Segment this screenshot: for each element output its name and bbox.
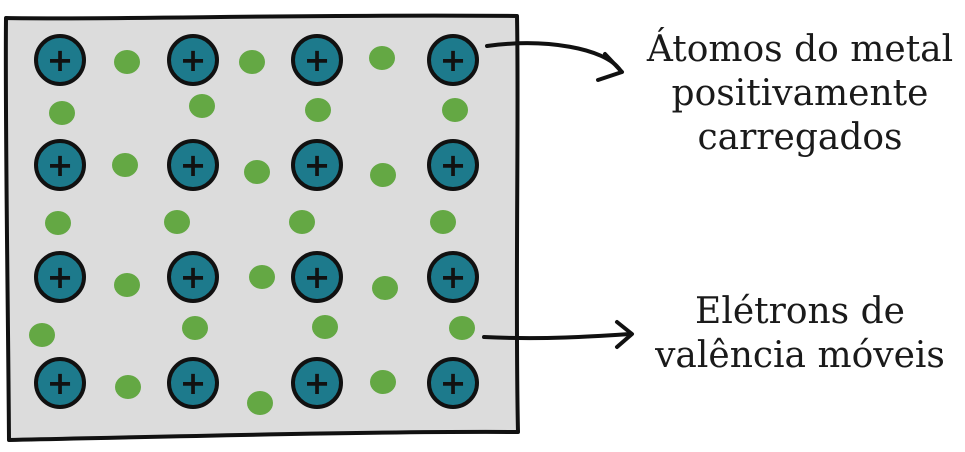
ion-circle — [167, 139, 219, 191]
electron — [442, 98, 468, 122]
label-atoms-line-3: carregados — [697, 117, 903, 158]
electron — [370, 370, 396, 394]
plus-sign: + — [440, 41, 467, 79]
electron — [370, 163, 396, 187]
plus-sign: + — [180, 258, 207, 296]
plus-sign: + — [47, 364, 74, 402]
ion-circle — [291, 34, 343, 86]
electron — [449, 316, 475, 340]
plus-sign: + — [47, 41, 74, 79]
electron — [305, 98, 331, 122]
label-electrons-line-1: Elétrons de — [695, 291, 905, 332]
electron — [247, 391, 273, 415]
ion-circle — [167, 357, 219, 409]
metal-ion: + — [427, 139, 479, 191]
label-electrons-line-2: valência móveis — [655, 335, 945, 376]
pointer-arrow-electrons — [482, 332, 632, 341]
metal-ion: + — [427, 251, 479, 303]
plus-sign: + — [180, 41, 207, 79]
electron — [45, 211, 71, 235]
electron — [369, 46, 395, 70]
metal-ion: + — [291, 139, 343, 191]
metal-ion: + — [34, 251, 86, 303]
electron — [49, 101, 75, 125]
ion-circle — [427, 357, 479, 409]
plus-sign: + — [304, 364, 331, 402]
metal-ion: + — [427, 34, 479, 86]
ion-circle — [291, 357, 343, 409]
ion-circle — [167, 34, 219, 86]
plus-sign: + — [180, 364, 207, 402]
metal-ion: + — [427, 357, 479, 409]
plus-sign: + — [440, 258, 467, 296]
metal-ion: + — [291, 34, 343, 86]
metal-ion: + — [34, 139, 86, 191]
plus-sign: + — [304, 41, 331, 79]
label-mobile-valence-electrons: Elétrons de valência móveis — [640, 290, 960, 378]
electron — [312, 315, 338, 339]
metal-ion: + — [167, 357, 219, 409]
plus-sign: + — [304, 146, 331, 184]
valence-electrons — [29, 46, 475, 415]
metal-ion: + — [167, 251, 219, 303]
plus-sign: + — [440, 364, 467, 402]
electron — [249, 265, 275, 289]
electron — [114, 273, 140, 297]
electron — [239, 50, 265, 74]
electron — [112, 153, 138, 177]
ion-circle — [427, 34, 479, 86]
electron — [29, 323, 55, 347]
plus-sign: + — [440, 146, 467, 184]
electron — [189, 94, 215, 118]
pointer-arrowhead-atoms — [596, 52, 624, 82]
plus-sign: + — [47, 146, 74, 184]
electron — [164, 210, 190, 234]
metal-ion: + — [34, 357, 86, 409]
label-atoms-line-2: positivamente — [671, 73, 929, 114]
pointer-arrowhead-electrons — [615, 320, 634, 349]
electron — [289, 210, 315, 234]
electron — [115, 375, 141, 399]
metal-ion: + — [167, 139, 219, 191]
metal-ion: + — [167, 34, 219, 86]
ion-circle — [34, 251, 86, 303]
metal-lattice-box — [3, 13, 520, 442]
ion-circle — [34, 357, 86, 409]
plus-sign: + — [180, 146, 207, 184]
electron — [182, 316, 208, 340]
ion-circle — [427, 251, 479, 303]
ion-circle — [34, 34, 86, 86]
electron — [430, 210, 456, 234]
metal-ion: + — [291, 251, 343, 303]
label-positive-metal-atoms: Átomos do metal positivamente carregados — [640, 28, 960, 160]
metal-ions: + + + + + + + + + + + + + + + + — [34, 34, 479, 409]
electron — [114, 50, 140, 74]
metal-ion: + — [291, 357, 343, 409]
electron — [244, 160, 270, 184]
ion-circle — [427, 139, 479, 191]
ion-circle — [291, 251, 343, 303]
ion-circle — [34, 139, 86, 191]
ion-circle — [291, 139, 343, 191]
plus-sign: + — [47, 258, 74, 296]
electron — [372, 276, 398, 300]
label-atoms-line-1: Átomos do metal — [646, 29, 954, 70]
plus-sign: + — [304, 258, 331, 296]
metal-ion: + — [34, 34, 86, 86]
ion-circle — [167, 251, 219, 303]
